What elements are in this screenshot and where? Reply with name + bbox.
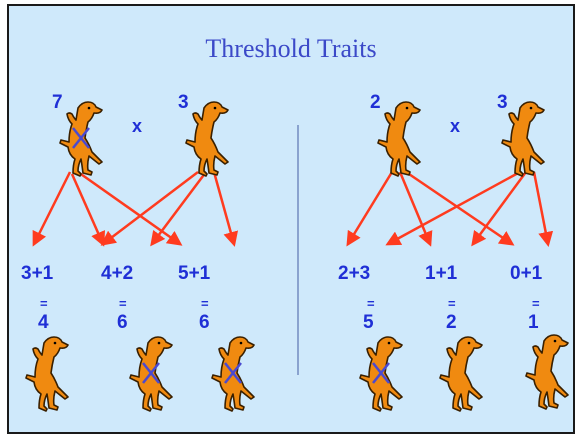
left-parent-a-value: 7 [52, 92, 63, 113]
slide-panel [7, 4, 575, 434]
left-equals-3: = [201, 296, 209, 311]
left-result-2: 6 [117, 312, 128, 333]
left-equals-2: = [119, 296, 127, 311]
left-offspring-1-dog-icon [25, 336, 69, 412]
right-result-1: 5 [363, 312, 374, 333]
right-result-3: 1 [528, 312, 539, 333]
right-parent-b-value: 3 [497, 92, 508, 113]
left-parent-a-dog-icon [59, 101, 103, 177]
right-equals-1: = [367, 296, 375, 311]
right-sum-2: 1+1 [425, 263, 458, 284]
left-equals-1: = [40, 296, 48, 311]
right-equals-3: = [532, 296, 540, 311]
right-equals-2: = [448, 296, 456, 311]
left-sum-3: 5+1 [178, 263, 211, 284]
right-cross-arrows [346, 170, 554, 247]
right-sum-1: 2+3 [338, 263, 371, 284]
left-result-3: 6 [199, 312, 210, 333]
left-parent-b-value: 3 [178, 92, 189, 113]
right-offspring-3-dog-icon [525, 334, 569, 410]
divider-line [297, 125, 299, 375]
left-cross-arrows [32, 170, 239, 247]
left-offspring-3-dog-icon [211, 336, 255, 412]
left-offspring-2-dog-icon [129, 336, 173, 412]
right-result-2: 2 [446, 312, 457, 333]
right-parent-b-dog-icon [501, 101, 545, 177]
right-parent-a-value: 2 [370, 92, 381, 113]
left-parent-b-dog-icon [185, 101, 229, 177]
diagram-title: Threshold Traits [205, 34, 377, 63]
left-result-1: 4 [38, 312, 49, 333]
right-offspring-2-dog-icon [439, 336, 483, 412]
left-cross-symbol: x [132, 116, 143, 136]
right-parent-a-dog-icon [377, 101, 421, 177]
right-offspring-1-dog-icon [359, 336, 403, 412]
right-sum-3: 0+1 [510, 263, 543, 284]
left-sum-2: 4+2 [101, 263, 134, 284]
left-sum-1: 3+1 [21, 263, 54, 284]
right-cross-symbol: x [450, 116, 461, 136]
